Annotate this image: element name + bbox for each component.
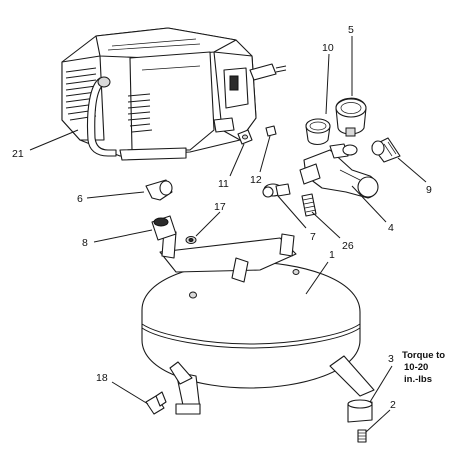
torque-note-line1: Torque to xyxy=(402,350,445,361)
power-switch-icon xyxy=(229,75,239,91)
callout-1: 1 xyxy=(329,249,335,261)
callout-17: 17 xyxy=(214,201,226,213)
callout-6: 6 xyxy=(77,193,83,205)
callout-10: 10 xyxy=(322,42,334,54)
quick-coupler-9 xyxy=(371,137,401,163)
callout-3: 3 xyxy=(388,353,394,365)
torque-note-line3: in.-lbs xyxy=(404,374,432,385)
torque-note-line2: 10-20 xyxy=(404,362,428,373)
leader-lines xyxy=(29,36,427,433)
air-tank xyxy=(141,229,375,415)
callout-2: 2 xyxy=(390,399,396,411)
callout-7: 7 xyxy=(310,231,316,243)
manifold-regulator-4 xyxy=(299,143,379,199)
tank-leg-right xyxy=(329,355,375,397)
nut-11 xyxy=(237,129,253,145)
callout-5: 5 xyxy=(348,24,354,36)
fitting-12 xyxy=(265,125,277,137)
drain-valve-18 xyxy=(145,391,167,415)
callout-labels: 21 10 5 9 4 11 12 6 8 17 7 26 1 18 3 2 xyxy=(12,24,432,411)
callout-21: 21 xyxy=(12,148,24,160)
callout-4: 4 xyxy=(388,222,394,234)
mounting-bracket xyxy=(159,237,297,273)
rubber-foot-3 xyxy=(347,399,373,423)
fan-grille-center xyxy=(127,93,153,133)
callout-9: 9 xyxy=(426,184,432,196)
torque-note: Torque to 10-20 in.-lbs xyxy=(402,350,445,385)
bolt-2 xyxy=(357,429,367,443)
motor-pump-assembly xyxy=(61,27,287,161)
plug-8 xyxy=(151,215,177,241)
callout-18: 18 xyxy=(96,372,108,384)
check-valve-26 xyxy=(301,193,317,217)
elbow-fitting-6 xyxy=(145,179,173,201)
nut-17 xyxy=(185,236,197,244)
pressure-gauge-5 xyxy=(335,97,367,137)
fitting-7 xyxy=(262,183,291,198)
callout-8: 8 xyxy=(82,237,88,249)
callout-11: 11 xyxy=(218,178,229,190)
callout-12: 12 xyxy=(250,174,262,186)
tank-port xyxy=(292,269,300,275)
pressure-gauge-10 xyxy=(305,118,331,146)
tank-port xyxy=(189,291,197,299)
callout-26: 26 xyxy=(342,240,354,252)
